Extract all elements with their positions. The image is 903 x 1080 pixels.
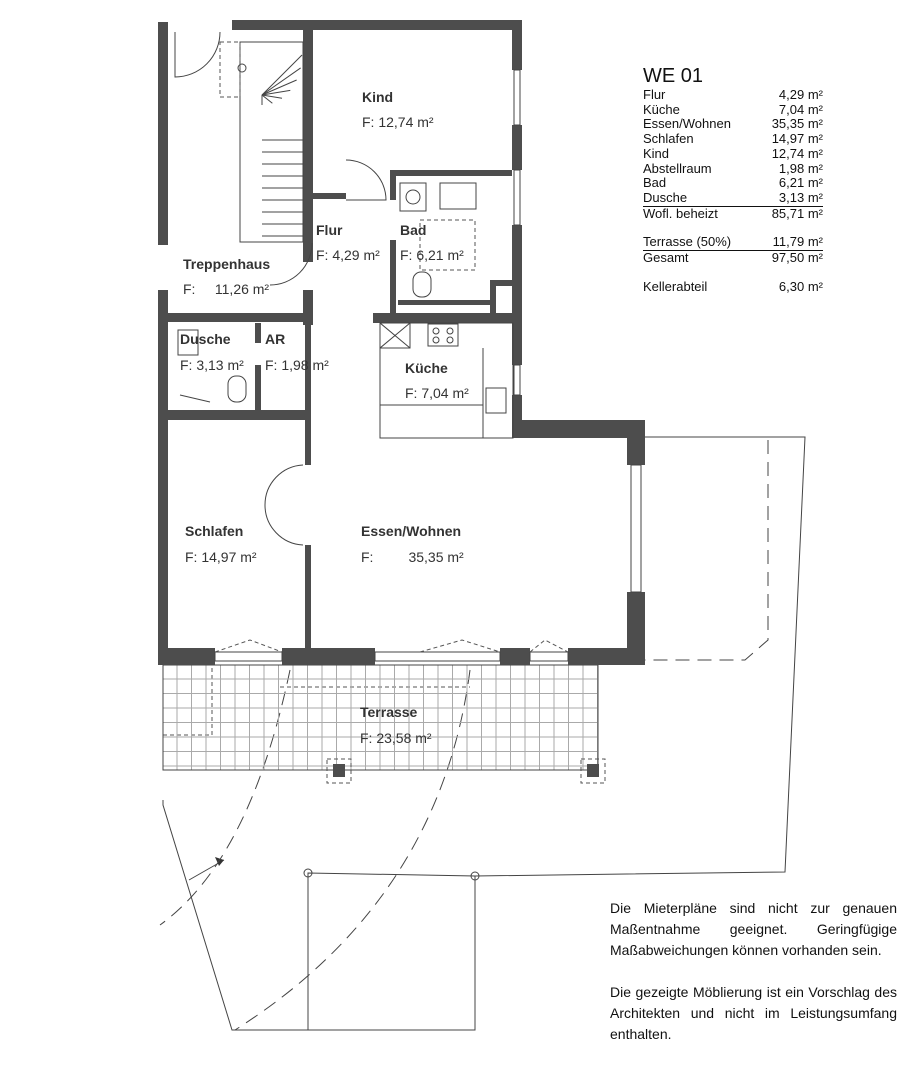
legend-value: 3,13 m²: [778, 189, 823, 205]
legend-label: Kind: [643, 145, 670, 161]
legend-value: 97,50 m²: [771, 250, 823, 266]
legend-value: 35,35 m²: [771, 116, 823, 132]
legend-row: Bad 6,21 m²: [643, 176, 823, 191]
legend-value: 6,30 m²: [778, 278, 823, 294]
room-name-kind: Kind: [362, 89, 393, 105]
legend-row: Essen/Wohnen 35,35 m²: [643, 117, 823, 132]
legend-row: Kellerabteil 6,30 m²: [643, 278, 823, 295]
fixtures: [174, 31, 642, 662]
stair-tread: [261, 54, 303, 96]
room-area-dusche: F: 3,13 m²: [180, 357, 244, 373]
legend-label: Gesamt: [643, 250, 689, 266]
room-area-terrasse: F: 23,58 m²: [360, 730, 432, 746]
legend-row: Küche 7,04 m²: [643, 101, 823, 118]
room-labels: Kind F: 12,74 m² Flur F: 4,29 m² Bad F: …: [180, 89, 469, 746]
room-name-dusche: Dusche: [180, 331, 231, 347]
legend-label: Abstellraum: [643, 160, 712, 176]
toilet-icon: [412, 271, 432, 298]
legend-label: Terrasse (50%): [643, 234, 732, 250]
legend-row: Terrasse (50%) 11,79 m²: [643, 234, 823, 252]
legend-label: Kellerabteil: [643, 278, 708, 294]
room-area-schlafen: F: 14,97 m²: [185, 549, 257, 565]
room-name-terrasse: Terrasse: [360, 704, 418, 720]
legend-label: Wofl. beheizt: [643, 205, 718, 221]
legend-value: 12,74 m²: [771, 145, 823, 161]
disclaimer-notes: Die Mieterpläne sind nicht zur genauen M…: [610, 898, 897, 1066]
room-area-kind: F: 12,74 m²: [362, 114, 434, 130]
legend-label: Küche: [643, 101, 680, 117]
legend-title: WE 01: [643, 65, 704, 87]
legend-row: Wofl. beheizt 85,71 m²: [643, 205, 823, 222]
legend-row: Kind 12,74 m²: [643, 145, 823, 162]
legend-row: Flur 4,29 m²: [643, 87, 823, 103]
stair-tread: [261, 67, 301, 96]
toilet-icon: [227, 375, 247, 403]
stair-tread: [261, 79, 297, 96]
legend-label: Dusche: [643, 189, 688, 205]
stair-tread: [261, 94, 283, 99]
walls: [158, 20, 645, 665]
room-name-ar: AR: [265, 331, 285, 347]
sink-icon: [485, 387, 507, 414]
room-area-treppenhaus: F: 11,26 m²: [183, 281, 269, 297]
stove-icon: [427, 323, 459, 347]
room-name-treppenhaus: Treppenhaus: [183, 256, 270, 272]
room-area-flur: F: 4,29 m²: [316, 247, 380, 263]
terrace-outline: [162, 664, 599, 771]
legend-label: Flur: [643, 87, 666, 102]
legend-row: Schlafen 14,97 m²: [643, 131, 823, 147]
washing-machine-icon: [405, 189, 421, 205]
stair-tread: [261, 89, 291, 96]
legend-value: 85,71 m²: [771, 205, 823, 221]
column: [587, 764, 599, 777]
room-name-essen-wohnen: Essen/Wohnen: [361, 523, 461, 539]
room-area-ar: F: 1,98 m²: [265, 357, 329, 373]
legend-value: 14,97 m²: [771, 131, 823, 147]
legend-label: Bad: [643, 175, 667, 191]
room-area-bad: F: 6,21 m²: [400, 247, 464, 263]
legend-value: 6,21 m²: [778, 175, 823, 191]
stair-tread: [261, 94, 273, 104]
note-furniture: Die gezeigte Möblierung ist ein Vorschla…: [610, 984, 897, 1042]
note-measurement: Die Mieterpläne sind nicht zur genauen M…: [610, 900, 897, 958]
legend-value: 11,79 m²: [772, 234, 823, 250]
arrow-icon: [215, 857, 224, 866]
legend-value: 1,98 m²: [778, 160, 823, 176]
legend-row: Dusche 3,13 m²: [643, 189, 823, 207]
room-area-kueche: F: 7,04 m²: [405, 385, 469, 401]
column: [333, 764, 345, 777]
room-area-essen-wohnen: F: 35,35 m²: [361, 549, 464, 565]
room-name-kueche: Küche: [405, 360, 448, 376]
room-name-bad: Bad: [400, 222, 426, 238]
room-name-schlafen: Schlafen: [185, 523, 243, 539]
legend-row: Abstellraum 1,98 m²: [643, 160, 823, 177]
legend-label: Schlafen: [643, 131, 694, 147]
room-name-flur: Flur: [316, 222, 343, 238]
legend-row: Gesamt 97,50 m²: [643, 250, 823, 266]
legend-value: 4,29 m²: [778, 87, 823, 102]
legend-value: 7,04 m²: [778, 101, 823, 117]
legend-label: Essen/Wohnen: [643, 116, 731, 132]
